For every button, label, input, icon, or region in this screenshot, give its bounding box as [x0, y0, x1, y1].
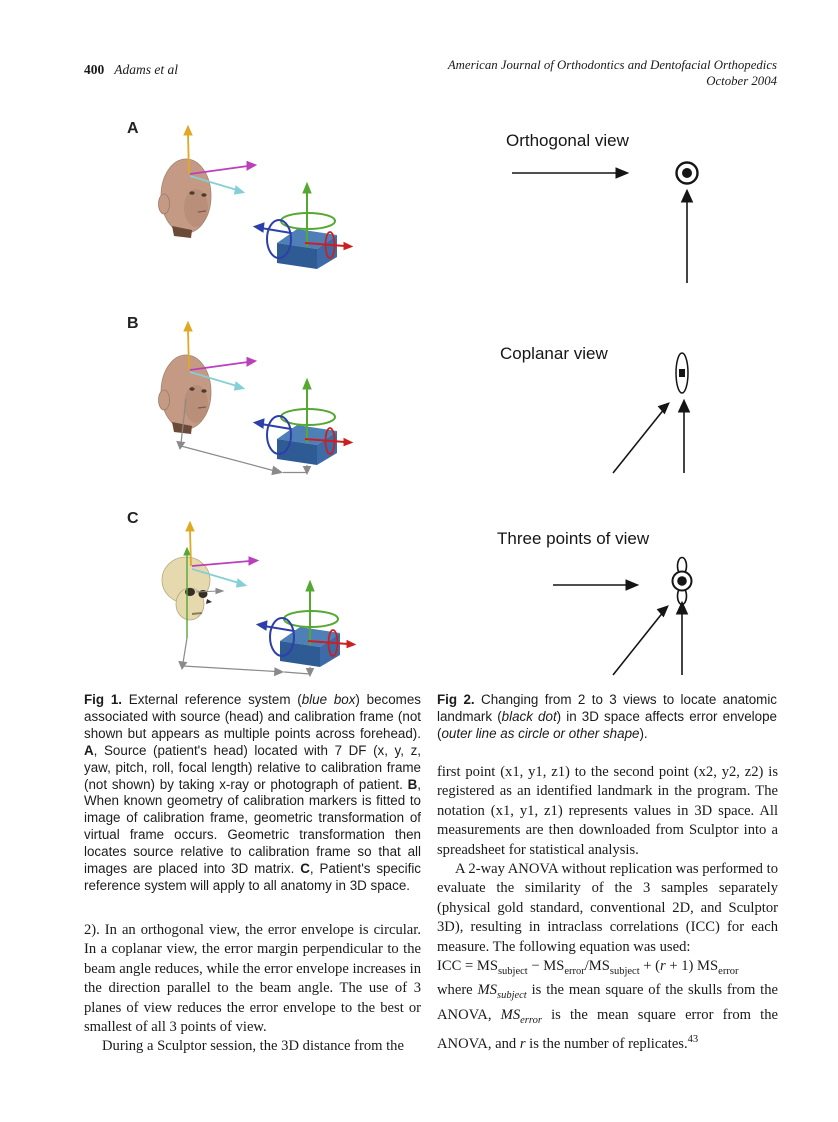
fig1-panel-label-c: C [127, 510, 139, 527]
fig2-orthogonal-view [512, 161, 699, 283]
fig1-panel-a [157, 125, 353, 270]
fig1-panel-label-a: A [127, 120, 139, 137]
fig2-title-three-points: Three points of view [497, 529, 650, 548]
circular-error-envelope [675, 161, 699, 185]
header-right: American Journal of Orthodontics and Den… [448, 58, 777, 89]
paragraph: 2). In an orthogonal view, the error env… [84, 922, 421, 1036]
diagonal-beam-arrowhead [656, 605, 669, 618]
paragraph: During a Sculptor session, the 3D distan… [102, 1038, 404, 1055]
fig1-caption: Fig 1. External reference system (blue b… [84, 692, 421, 893]
horizontal-beam-arrowhead [615, 167, 630, 179]
fig1-panel-c [161, 521, 356, 678]
vertical-beam-arrowhead [680, 188, 694, 203]
fig2-title-orthogonal: Orthogonal view [506, 131, 629, 150]
landmark-dot [679, 369, 685, 377]
horizontal-beam-arrowhead [625, 579, 640, 591]
paragraph: where MSsubject is the mean square of th… [437, 982, 778, 1052]
fig2-title-coplanar: Coplanar view [500, 344, 608, 363]
fig1-panel-c-registration-lines [178, 637, 315, 678]
fig2-caption: Fig 2. Changing from 2 to 3 views to loc… [437, 692, 778, 741]
journal-title: American Journal of Orthodontics and Den… [447, 58, 777, 72]
running-authors: Adams et al [114, 62, 178, 77]
header-left: 400 Adams et al [84, 62, 178, 78]
vertical-beam-arrowhead [675, 600, 689, 615]
fig2-three-points-view [553, 556, 693, 676]
body-right-column: first point (x1, y1, z1) to the second p… [437, 763, 778, 1054]
paragraph: first point (x1, y1, z1) to the second p… [437, 764, 778, 858]
body-left-column: 2). In an orthogonal view, the error env… [84, 921, 421, 1057]
fig1-panel-b-registration-lines [176, 398, 312, 476]
journal-issue: October 2004 [706, 73, 777, 88]
icc-equation: ICC = MSsubject − MSerror/MSsubject + (r… [437, 958, 739, 977]
landmark-dot [677, 576, 687, 586]
fig2-illustration [512, 161, 699, 676]
vertical-beam-arrowhead [677, 398, 691, 413]
diagonal-beam-arrowhead [657, 402, 670, 415]
fig2-coplanar-view [612, 352, 691, 474]
fig1-panel-b [157, 321, 353, 476]
landmark-dot [682, 168, 692, 178]
fig1-illustration [157, 125, 356, 678]
paragraph: A 2-way ANOVA without replication was pe… [437, 861, 778, 955]
page-number: 400 [84, 62, 105, 77]
elongated-error-envelope [675, 352, 689, 394]
fig1-panel-label-b: B [127, 315, 139, 332]
